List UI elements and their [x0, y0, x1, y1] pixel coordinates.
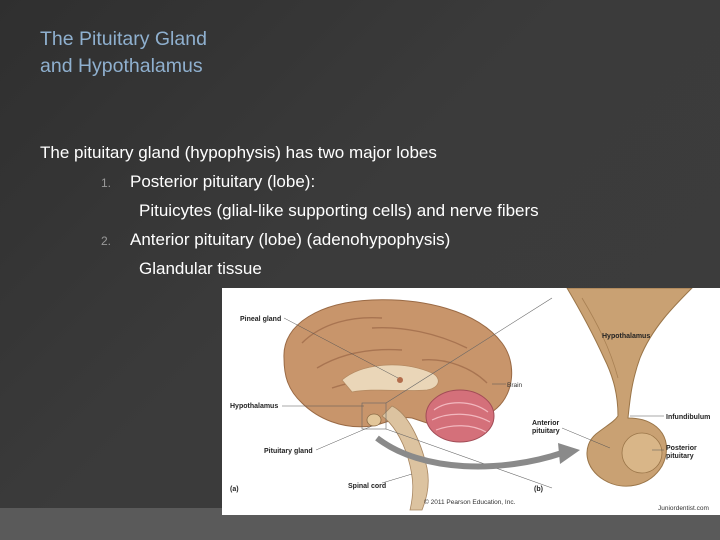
list-item-1-heading: Posterior pituitary (lobe):	[130, 172, 316, 191]
label-posterior-1: Posterior	[666, 445, 697, 452]
label-pituitary: Pituitary gland	[264, 448, 313, 455]
arrow-head	[558, 443, 580, 464]
label-anterior-1: Anterior	[532, 420, 560, 427]
left-labels: Pineal gland Hypothalamus Pituitary glan…	[230, 316, 543, 506]
zoom-line-top	[385, 297, 553, 404]
right-labels: Hypothalamus Infundibulum Anterior pitui…	[532, 333, 710, 512]
list-number-1: 1.	[101, 176, 112, 190]
label-hypothalamus-right: Hypothalamus	[602, 333, 650, 340]
list-item-2-heading: Anterior pituitary (lobe) (adenohypophys…	[130, 230, 451, 249]
label-anterior-2: pituitary	[532, 428, 560, 435]
label-posterior-2: pituitary	[666, 453, 694, 460]
copyright-text: © 2011 Pearson Education, Inc.	[424, 498, 516, 506]
title-line-1: The Pituitary Gland	[40, 28, 207, 50]
label-hypothalamus-left: Hypothalamus	[230, 403, 278, 410]
zoom-line-bottom	[385, 428, 553, 489]
watermark-text: Juniordentist.com	[658, 505, 709, 512]
slide-title: The Pituitary Gland and Hypothalamus	[40, 26, 207, 80]
brain-section	[283, 299, 513, 511]
curved-arrow	[375, 435, 563, 470]
enlarged-gland	[566, 288, 693, 487]
intro-text: The pituitary gland (hypophysis) has two…	[40, 143, 437, 162]
label-panel-b: (b)	[534, 486, 543, 493]
anatomy-figure: Pineal gland Hypothalamus Pituitary glan…	[222, 288, 720, 515]
label-spinal-cord: Spinal cord	[348, 483, 386, 490]
list-item-2-detail: Glandular tissue	[139, 259, 262, 278]
label-panel-a: (a)	[230, 486, 239, 493]
label-brain: Brain	[507, 382, 523, 389]
label-pineal: Pineal gland	[240, 316, 281, 323]
list-item-1-detail: Pituicytes (glial-like supporting cells)…	[139, 201, 539, 220]
title-line-2: and Hypothalamus	[40, 55, 203, 77]
anatomy-illustration: Pineal gland Hypothalamus Pituitary glan…	[230, 288, 710, 512]
list-number-2: 2.	[101, 234, 112, 248]
label-infundibulum: Infundibulum	[666, 414, 710, 421]
